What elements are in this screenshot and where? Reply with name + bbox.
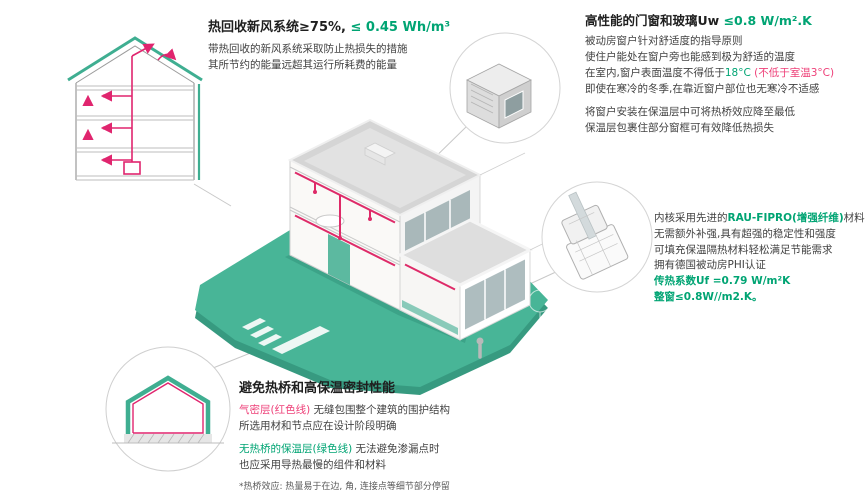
insulation-layer-line: [125, 375, 211, 434]
thermal-bridge-detail-circle: [105, 346, 231, 472]
ventilation-body-line: 其所节约的能量远超其运行所耗费的能量: [208, 58, 397, 71]
profile-l1-black-b: 材料: [843, 212, 865, 224]
diffuser-dots: [102, 94, 106, 162]
window-profile-drawing: [561, 191, 629, 280]
ventilation-ducts: [82, 43, 177, 175]
wing-roof: [396, 218, 534, 287]
thermal-footnote: *热桥效应: 热量易于在边, 角, 连接点等细节部分停留: [239, 481, 450, 492]
interior-teal-wall: [328, 234, 350, 285]
ventilation-title-green: ≤ 0.45 Wh/m³: [345, 20, 451, 35]
floor-slabs: [76, 85, 194, 181]
insulation-rest: 无法避免渗漏点时: [352, 443, 440, 456]
temp-line-green: 18°C: [724, 66, 751, 79]
profile-line-1: 内核采用先进的RAU-FIPRO(增强纤维)材料: [654, 211, 865, 227]
thermal-body-line: 也应采用导热最慢的组件和材料: [239, 459, 386, 472]
profile-body-line: 可填充保温隔热材料轻松满足节能需求: [654, 243, 833, 256]
thermal-house-drawing: [112, 375, 224, 444]
roof-outline: [67, 36, 203, 84]
temp-line-red: (不低于室温3°C): [750, 66, 835, 79]
insulation-line: 无热桥的保温层(绿色线) 无法避免渗漏点时: [239, 442, 579, 458]
windows-title-black: 高性能的门窗和玻璃Uw: [585, 13, 724, 28]
ventilation-title-black: 热回收新风系统≥75%,: [208, 20, 346, 35]
wing-duct: [404, 263, 456, 291]
profile-body-line: 拥有德国被动房PHI认证: [654, 259, 766, 272]
windows-title-green: ≤0.8 W/m².K: [723, 13, 812, 28]
profile-l1-green: RAU-FIPRO(增强纤维): [727, 212, 844, 224]
isometric-house-illustration: [195, 118, 566, 395]
airtight-line: 气密层(红色线) 无缝包围整个建筑的围护结构: [239, 403, 579, 419]
ventilation-title: 热回收新风系统≥75%, ≤ 0.45 Wh/m³: [208, 20, 580, 37]
window-corner-drawing: [466, 63, 532, 129]
profile-uw-value: 整窗≤0.8W//m2.K。: [654, 290, 763, 303]
windows-temp-line: 在室内,窗户表面温度不得低于18°C (不低于室温3°C): [585, 66, 863, 82]
wing-teal-counter: [402, 300, 458, 335]
windows-body-line: 被动房窗户针对舒适度的指导原则: [585, 35, 743, 48]
ventilation-body-line: 带热回收的新风系统采取防止热损失的措施: [208, 42, 408, 55]
ventilation-text-block: 热回收新风系统≥75%, ≤ 0.45 Wh/m³ 带热回收的新风系统采取防止热…: [208, 20, 580, 73]
upper-glazing: [405, 190, 470, 258]
windows-body-line: 使住户能处在窗户旁也能感到极为舒适的温度: [585, 51, 795, 63]
thermal-text-block: 避免热桥和高保温密封性能 气密层(红色线) 无缝包围整个建筑的围护结构 所选用材…: [239, 381, 579, 492]
bathtub: [315, 214, 345, 228]
ventilation-house-illustration: [67, 36, 203, 181]
profile-text-block: 内核采用先进的RAU-FIPRO(增强纤维)材料 无需额外补强,具有超强的稳定性…: [654, 211, 865, 306]
thermal-title: 避免热桥和高保温密封性能: [239, 381, 396, 396]
floor-slab-lines: [289, 166, 401, 266]
person-figure: [476, 337, 484, 359]
wing-glazing-mullions: [484, 269, 506, 320]
profile-uf-value: 传热系数Uf =0.79 W/m²K: [654, 275, 791, 287]
walls: [75, 83, 195, 180]
windows-body-line: 将窗户安装在保温层中可将热桥效应降至最低: [585, 106, 795, 119]
rooftop-unit: [364, 142, 396, 166]
terrain-stairs: [242, 318, 330, 354]
airtight-label: 气密层(红色线): [239, 403, 311, 416]
thermal-body-line: 所选用材和节点应在设计阶段明确: [239, 419, 397, 432]
duct-runs: [294, 171, 396, 267]
wing-glazing: [465, 259, 525, 330]
profile-body-line: 无需额外补强,具有超强的稳定性和强度: [654, 227, 836, 240]
window-installation-detail-circle: [449, 32, 561, 144]
duct-outlets: [313, 190, 372, 240]
airtight-rest: 无缝包围整个建筑的围护结构: [310, 403, 451, 416]
insulation-label: 无热桥的保温层(绿色线): [239, 443, 353, 456]
window-profile-detail-circle: [541, 181, 653, 293]
profile-l1-black-a: 内核采用先进的: [654, 212, 728, 224]
temp-line-black: 在室内,窗户表面温度不得低于: [585, 66, 725, 79]
airtight-layer-line: [132, 382, 204, 434]
windows-body-line: 即使在寒冷的冬季,在靠近窗户部位也无寒冷不适感: [585, 82, 820, 95]
windows-text-block: 高性能的门窗和玻璃Uw ≤0.8 W/m².K 被动房窗户针对舒适度的指导原则 …: [585, 13, 863, 137]
main-roof-inner: [304, 128, 466, 208]
windows-body-line: 保温层包裹住部分窗框可有效降低热损失: [585, 122, 774, 134]
windows-title: 高性能的门窗和玻璃Uw ≤0.8 W/m².K: [585, 13, 863, 29]
